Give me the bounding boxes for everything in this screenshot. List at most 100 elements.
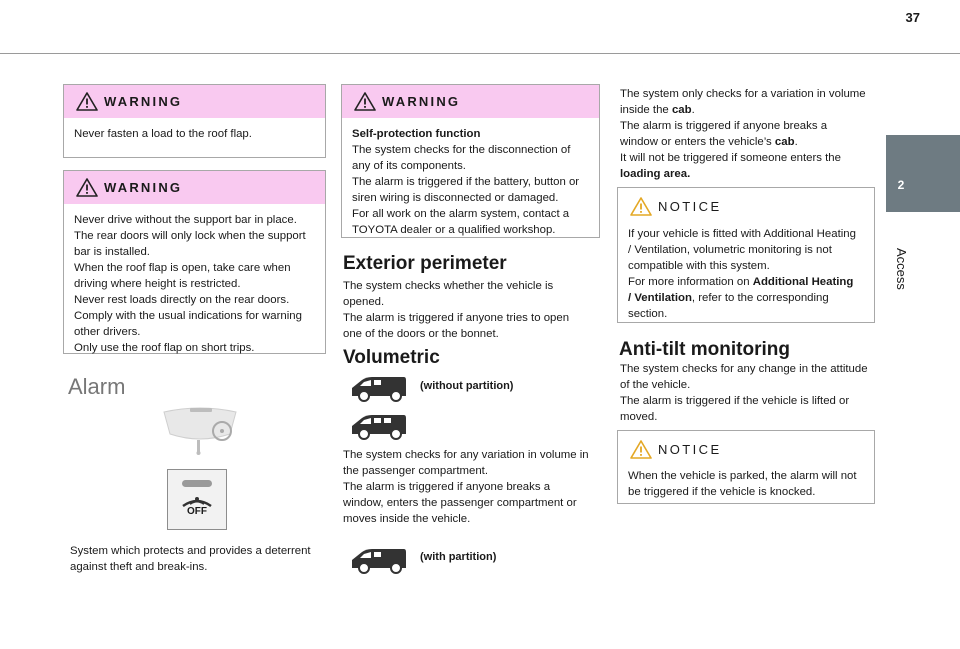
warning-header: WARNING [64, 171, 325, 204]
warning-icon [354, 92, 376, 111]
text-line: be triggered if the vehicle is knocked. [628, 486, 816, 498]
text-line: Only use the roof flap on short trips. [74, 342, 255, 354]
text-line: When the roof flap is open, take care wh… [74, 262, 291, 274]
text-line: The system checks whether the vehicle is [343, 280, 554, 292]
notice-box-parked: NOTICE When the vehicle is parked, the a… [617, 430, 875, 504]
volumetric-heading: Volumetric [343, 347, 440, 368]
warning-text: Self-protection function The system chec… [342, 118, 599, 246]
without-partition-label: (without partition) [420, 380, 514, 392]
text-line: section. [628, 308, 668, 320]
text-line: one of the doors or the bonnet. [343, 328, 499, 340]
text-line: moves inside the vehicle. [343, 513, 471, 525]
text-line: The system only checks for a variation i… [620, 88, 866, 100]
anti-tilt-heading: Anti-tilt monitoring [619, 339, 790, 360]
text-line: inside the cab. [620, 102, 878, 118]
text-line: The rear doors will only lock when the s… [74, 230, 306, 242]
text-line: window, enters the passenger compartment… [343, 497, 577, 509]
text-line: The system checks for any variation in v… [343, 449, 589, 461]
notice-icon [630, 440, 652, 459]
text-run: . [691, 104, 695, 116]
text-line: It will not be triggered if someone ente… [620, 152, 841, 164]
with-partition-label: (with partition) [420, 551, 497, 563]
warning-text: Never drive without the support bar in p… [64, 204, 325, 364]
chapter-tab[interactable] [886, 135, 960, 212]
text-run: inside the [620, 104, 672, 116]
text-run: . [794, 136, 798, 148]
warning-title: WARNING [382, 94, 461, 109]
chapter-tab-number: 2 [897, 178, 905, 192]
warning-title: WARNING [104, 94, 183, 109]
text-line: bar is installed. [74, 246, 150, 258]
text-line: The alarm is triggered if the vehicle is… [620, 395, 850, 407]
text-line: of the vehicle. [620, 379, 691, 391]
notice-title: NOTICE [658, 199, 722, 214]
text-line: For more information on Additional Heati… [628, 274, 864, 290]
warning-icon [76, 92, 98, 111]
text-line: other drivers. [74, 326, 141, 338]
text-run: window or enters the vehicle’s [620, 136, 775, 148]
bold-term: Additional Heating [752, 276, 854, 288]
warning-icon [76, 178, 98, 197]
notice-title: NOTICE [658, 442, 722, 457]
notice-header: NOTICE [618, 431, 874, 464]
text-line: compatible with this system. [628, 260, 770, 272]
volumetric-text: The system checks for any variation in v… [343, 447, 601, 527]
text-line: against theft and break-ins. [70, 561, 208, 573]
text-run: For more information on [628, 276, 753, 288]
text-line: driving where height is restricted. [74, 278, 241, 290]
text-run: , refer to the corresponding [691, 292, 829, 304]
text-line: window or enters the vehicle’s cab. [620, 134, 878, 150]
text-line: For all work on the alarm system, contac… [352, 208, 570, 220]
top-rule [0, 53, 960, 54]
text-line: Comply with the usual indications for wa… [74, 310, 302, 322]
text-line: The alarm is triggered if the battery, b… [352, 176, 580, 188]
notice-text: If your vehicle is fitted with Additiona… [618, 221, 874, 330]
rear-view-mirror-icon [163, 407, 237, 455]
text-line: / Ventilation, refer to the correspondin… [628, 290, 864, 306]
notice-box-heating: NOTICE If your vehicle is fitted with Ad… [617, 187, 875, 323]
text-line: The system checks for any change in the … [620, 363, 868, 375]
text-line: / Ventilation, volumetric monitoring is … [628, 244, 832, 256]
text-line: TOYOTA dealer or a qualified workshop. [352, 224, 556, 236]
text-line: System which protects and provides a det… [70, 545, 311, 557]
text-line: The alarm is triggered if anyone breaks … [620, 120, 828, 132]
warning-title: WARNING [104, 180, 183, 195]
warning-box-support-bar: WARNING Never drive without the support … [63, 170, 326, 354]
cab-monitoring-text: The system only checks for a variation i… [620, 86, 878, 182]
warning-subtitle: Self-protection function [352, 128, 481, 140]
anti-tilt-text: The system checks for any change in the … [620, 361, 878, 425]
warning-box-roof-flap: WARNING Never fasten a load to the roof … [63, 84, 326, 158]
text-line: any of its components. [352, 160, 466, 172]
van-without-partition-icon [352, 377, 406, 402]
text-line: The alarm is triggered if anyone breaks … [343, 481, 551, 493]
chapter-tab-label-wrap: Access [891, 248, 909, 308]
text-line: opened. [343, 296, 385, 308]
alarm-heading: Alarm [68, 374, 126, 399]
text-line: The alarm is triggered if anyone tries t… [343, 312, 570, 324]
text-line: When the vehicle is parked, the alarm wi… [628, 470, 857, 482]
text-line: Never drive without the support bar in p… [74, 214, 297, 226]
notice-header: NOTICE [618, 188, 874, 221]
bold-term: / Ventilation [628, 292, 692, 304]
exterior-perimeter-heading: Exterior perimeter [343, 253, 507, 274]
notice-icon [630, 197, 652, 216]
warning-text: Never fasten a load to the roof flap. [74, 128, 252, 140]
alarm-description: System which protects and provides a det… [70, 543, 335, 575]
text-line: The system checks for the disconnection … [352, 144, 571, 156]
bold-term: cab [671, 104, 692, 116]
page-number: 37 [905, 10, 920, 25]
alarm-off-button[interactable]: OFF [167, 469, 227, 530]
alarm-button-icon [182, 480, 212, 508]
text-line: If your vehicle is fitted with Additiona… [628, 228, 856, 240]
text-line: Never rest loads directly on the rear do… [74, 294, 290, 306]
warning-header: WARNING [342, 85, 599, 118]
text-line: the passenger compartment. [343, 465, 488, 477]
bold-term: cab [774, 136, 795, 148]
warning-header: WARNING [64, 85, 325, 118]
van-with-partition-icon-2 [352, 549, 406, 574]
off-label: OFF [187, 506, 207, 517]
text-line: moved. [620, 411, 658, 423]
bold-term: loading area. [620, 168, 691, 180]
van-with-partition-icon [352, 415, 406, 440]
notice-text: When the vehicle is parked, the alarm wi… [618, 464, 874, 508]
